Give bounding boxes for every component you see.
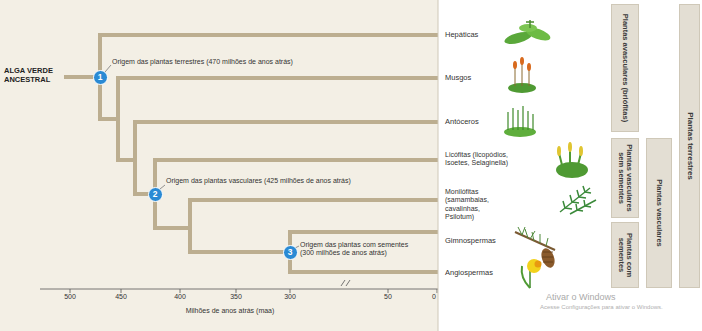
- callout-circle: 1: [93, 70, 108, 85]
- axis-tick-label: 500: [64, 293, 76, 301]
- moss-icon: [508, 57, 536, 93]
- tree-stroke: [438, 0, 439, 331]
- tree-stroke: [290, 270, 436, 274]
- callout-text: Origem das plantas com sementes (300 mil…: [300, 241, 420, 258]
- tree-stroke: [542, 252, 553, 262]
- axis-title: Milhões de anos atrás (maa): [186, 307, 275, 315]
- tree-stroke: [539, 247, 557, 270]
- tree-stroke: [100, 33, 436, 37]
- tree-stroke: [188, 200, 192, 252]
- tree-stroke: [515, 62, 529, 86]
- tree-stroke: [341, 280, 350, 286]
- tree-stroke: [526, 20, 534, 28]
- tree-stroke: [100, 117, 118, 121]
- tree-stroke: [290, 230, 436, 234]
- hornwort-icon: [504, 106, 536, 137]
- tree-stroke: [535, 261, 542, 268]
- axis-tick-label: 0: [432, 293, 436, 301]
- group-label: Plantas vasculares sem sementes: [617, 142, 634, 214]
- tree-stroke: [515, 232, 555, 250]
- group-band: Plantas terrestres: [679, 4, 700, 288]
- watermark: Ativar o Windows: [546, 292, 616, 303]
- tree-stroke: [519, 24, 537, 32]
- axis-tick-label: 50: [384, 293, 392, 301]
- group-label: Plantas vasculares: [655, 142, 663, 284]
- tree-stroke: [116, 78, 120, 160]
- group-label: Plantas avasculares (briófitas): [621, 8, 629, 128]
- tree-stroke: [118, 158, 135, 162]
- lycophyte-icon: [556, 142, 588, 178]
- tree-stroke: [557, 146, 561, 156]
- axis-tick-label: 300: [284, 293, 296, 301]
- tree-stroke: [579, 146, 583, 156]
- tree-stroke: [155, 158, 436, 162]
- group-label: Plantas com sementes: [617, 226, 634, 284]
- hepatic-icon: [503, 20, 552, 46]
- taxon-label: Musgos: [445, 73, 471, 82]
- axis-tick-label: 450: [115, 293, 127, 301]
- tree-stroke: [518, 227, 548, 246]
- axis-tick-label: 350: [230, 293, 242, 301]
- tree-stroke: [520, 57, 524, 65]
- taxon-label: Gimnospermas: [445, 236, 496, 245]
- axis-tick-label: 400: [174, 293, 186, 301]
- tree-stroke: [153, 160, 157, 228]
- tree-stroke: [40, 280, 438, 293]
- watermark: Acesse Configurações para ativar o Windo…: [540, 304, 700, 311]
- tree-stroke: [98, 35, 102, 119]
- fern-icon: [560, 186, 596, 214]
- tree-stroke: [190, 250, 290, 254]
- callout-number: 1: [98, 72, 103, 82]
- tree-stroke: [70, 289, 437, 293]
- tree-stroke: [66, 35, 436, 272]
- taxon-label: Angiospermas: [445, 268, 493, 277]
- tree-stroke: [105, 65, 299, 248]
- taxon-label: Licófitas (licopódios, Isoetes, Selagine…: [445, 151, 509, 168]
- tree-stroke: [118, 76, 436, 80]
- tree-stroke: [570, 200, 596, 214]
- callout-circle: 3: [283, 245, 298, 260]
- taxon-label: Antóceros: [445, 117, 479, 126]
- tree-stroke: [135, 120, 436, 124]
- callout-text: Origem das plantas terrestres (470 milhõ…: [112, 58, 332, 66]
- group-band: Plantas avasculares (briófitas): [611, 4, 639, 132]
- tree-stroke: [576, 200, 591, 211]
- tree-stroke: [527, 259, 541, 273]
- tree-stroke: [40, 289, 438, 290]
- tree-stroke: [556, 162, 588, 178]
- tree-stroke: [0, 0, 438, 331]
- tree-stroke: [568, 142, 572, 152]
- callout-text: Origem das plantas vasculares (425 milhõ…: [166, 177, 386, 185]
- angiosperm-icon: [522, 259, 542, 288]
- taxon-label: Monilófitas (samambaias, cavalinhas, Psi…: [445, 188, 511, 222]
- group-label: Plantas terrestres: [685, 8, 694, 284]
- tree-stroke: [288, 232, 292, 272]
- root-label: ALGA VERDE ANCESTRAL: [4, 66, 66, 84]
- group-band: Plantas vasculares sem sementes: [611, 138, 639, 218]
- tree-stroke: [190, 198, 436, 202]
- tree-stroke: [155, 226, 190, 230]
- taxon-label: Hepáticas: [445, 30, 478, 39]
- group-band: Plantas com sementes: [611, 222, 639, 288]
- gymnosperm-icon: [515, 227, 557, 269]
- callout-number: 2: [153, 189, 158, 199]
- tree-stroke: [513, 61, 517, 69]
- tree-stroke: [504, 127, 536, 137]
- tree-stroke: [133, 122, 137, 194]
- tree-stroke: [508, 106, 533, 130]
- group-band: Plantas vasculares: [646, 138, 672, 288]
- callout-number: 3: [288, 247, 293, 257]
- tree-stroke: [527, 63, 531, 71]
- callout-circle: 2: [148, 187, 163, 202]
- tree-stroke: [105, 65, 111, 72]
